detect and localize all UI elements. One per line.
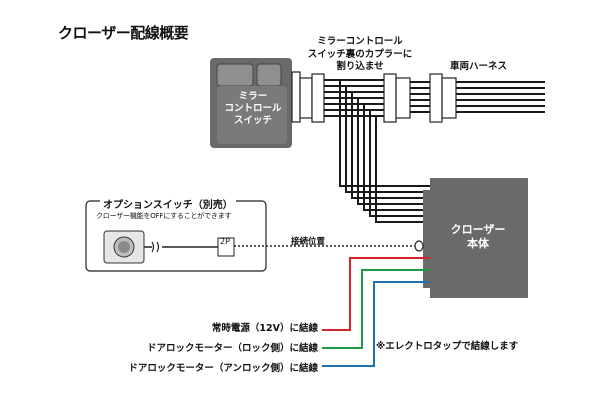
red-wire [322,257,430,331]
blue-wire [322,281,430,367]
closer-unit [423,178,528,298]
option-switch-title: オプションスイッチ（別売） [100,196,236,211]
option-switch-box [85,200,267,272]
wire-label-lock: ドアロックモーター（ロック側）に結線 [146,343,318,354]
connector-2p-label: 2P [220,237,230,246]
mirror-control-switch [210,58,292,148]
closer-unit-label-line: クローザー [450,223,506,236]
mirror-switch-label-line: コントロール [224,103,282,114]
closer-unit-label-line: 本体 [467,237,489,250]
harness-coupler-left [383,73,411,123]
electro-tap-note: ※エレクトロタップで結線します [376,341,519,352]
wire-label-power: 常時電源（12V）に結線 [211,323,318,334]
coupler-note-line: ミラーコントロール [317,36,403,47]
wire-label-unlock: ドアロックモーター（アンロック側）に結線 [128,363,318,374]
connection-position-label: 接続位置 [291,237,326,247]
diagram-title: クローザー配線概要 [58,24,189,42]
mirror-switch-label-line: ミラー [238,91,268,102]
coupler-note-line: スイッチ裏のカプラーに [307,48,413,60]
closer-unit-label: クローザー 本体 [430,223,526,251]
mirror-switch-label-line: スイッチ [233,115,272,126]
switch-coupler [291,71,325,123]
connection-line [234,240,424,252]
green-wire [322,269,430,349]
mirror-switch-label: ミラー コントロール スイッチ [221,91,285,127]
option-switch-description: クローザー機能をOFFにすることができます [96,212,232,220]
coupler-note: ミラーコントロール スイッチ裏のカプラーに 割り込ませ [300,36,420,74]
vehicle-harness-label: 車両ハーネス [450,61,508,72]
coupler-note-line: 割り込ませ [336,61,384,72]
harness-wires [324,79,545,117]
unit-branch-wires [339,80,430,223]
harness-coupler-right [429,73,457,123]
